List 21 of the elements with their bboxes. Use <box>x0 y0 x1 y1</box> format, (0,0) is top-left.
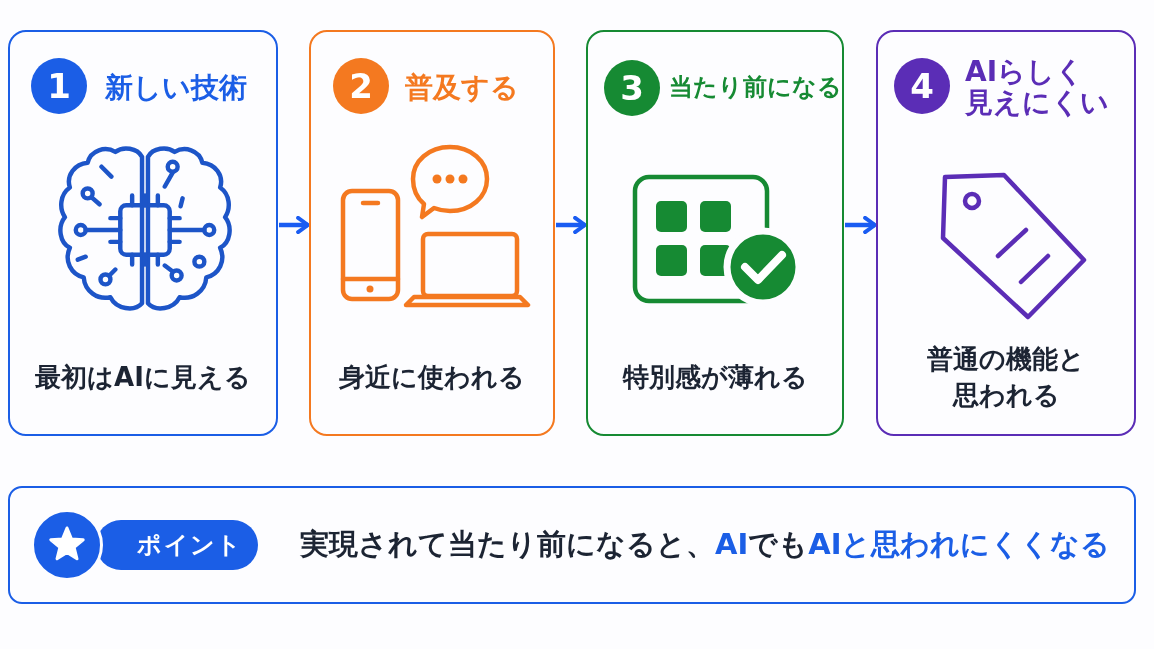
point-banner <box>8 486 1136 604</box>
step-title: 当たり前になる <box>669 71 842 103</box>
arrow <box>845 215 877 235</box>
step-card <box>8 30 278 436</box>
step-title: AIらしく見えにくい <box>965 56 1110 118</box>
arrow <box>279 215 310 235</box>
step-description: 身近に使われる <box>339 361 525 394</box>
step-card <box>586 30 844 436</box>
step-description: 特別感が薄れる <box>622 361 808 394</box>
step-number-badge: 1 <box>31 58 87 114</box>
arrow <box>556 215 587 235</box>
step-description: 最初はAIに見える <box>35 361 251 394</box>
step-card <box>309 30 555 436</box>
step-description: 普通の機能と思われる <box>926 343 1086 412</box>
step-title: 新しい技術 <box>105 71 247 103</box>
step-number-badge: 3 <box>604 60 660 116</box>
point-message: 実現されて当たり前になると、AIでもAIと思われにくくなる <box>300 526 1111 564</box>
step-number-badge: 4 <box>894 58 950 114</box>
step-card <box>876 30 1136 436</box>
step-title: 普及する <box>405 71 519 103</box>
step-number-badge: 2 <box>333 58 389 114</box>
